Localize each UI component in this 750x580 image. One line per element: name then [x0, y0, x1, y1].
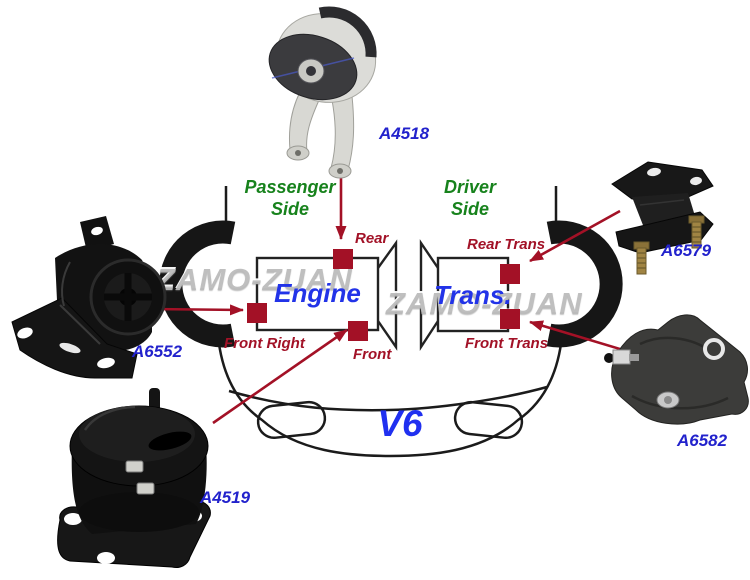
- trans-label: Trans.: [434, 280, 512, 310]
- front-trans-mount-label: Front Trans: [465, 335, 549, 352]
- front-right-mount-label: Front Right: [224, 335, 305, 352]
- trans-bellhousing-shape: [419, 239, 440, 352]
- marker-rear-trans-mount: [500, 264, 520, 284]
- part-number-a6582: A6582: [677, 431, 728, 450]
- rear-trans-mount-label: Rear Trans: [467, 236, 546, 253]
- driver-side-label: Driver Side: [408, 176, 532, 220]
- trans-box: [436, 256, 510, 333]
- rear-mount-label: Rear: [355, 230, 389, 247]
- arrow-a6552-to-front-right: [149, 304, 244, 316]
- part-number-a4519: A4519: [200, 488, 251, 507]
- right-headlight: [453, 400, 524, 440]
- part-photo-a4518: [268, 6, 377, 179]
- passenger-side-line1: Passenger: [244, 177, 336, 197]
- driver-side-line2: Side: [450, 199, 489, 219]
- marker-rear-mount: [333, 249, 353, 269]
- v6-label: V6: [377, 403, 423, 444]
- left-wheel-arch: [159, 220, 236, 348]
- marker-front-mount: [348, 321, 368, 341]
- front-mount-label: Front: [353, 346, 392, 363]
- marker-front-trans-mount: [500, 309, 520, 329]
- passenger-side-label: Passenger Side: [228, 176, 352, 220]
- engine-bellhousing-shape: [377, 239, 398, 351]
- part-photo-a6579: [611, 161, 714, 275]
- watermark-right: ZAMO-ZUAN: [386, 286, 583, 321]
- marker-front-right-mount: [247, 303, 267, 323]
- engine-label: Engine: [274, 278, 361, 308]
- watermark-left: ZAMO-ZUAN: [156, 262, 353, 297]
- part-photo-a6552: [11, 216, 167, 379]
- left-headlight: [256, 400, 327, 440]
- arrow-a6579-to-rear-trans: [529, 209, 621, 263]
- engine-box: [255, 256, 380, 332]
- arrow-a4519-to-front: [212, 328, 348, 425]
- passenger-side-line2: Side: [270, 199, 309, 219]
- part-number-a6552: A6552: [132, 342, 183, 361]
- part-number-a6579: A6579: [661, 241, 712, 260]
- driver-side-line1: Driver: [443, 177, 497, 197]
- part-photo-a4519: [57, 388, 211, 568]
- part-number-a4518: A4518: [379, 124, 430, 143]
- part-photo-a6582: [604, 314, 749, 425]
